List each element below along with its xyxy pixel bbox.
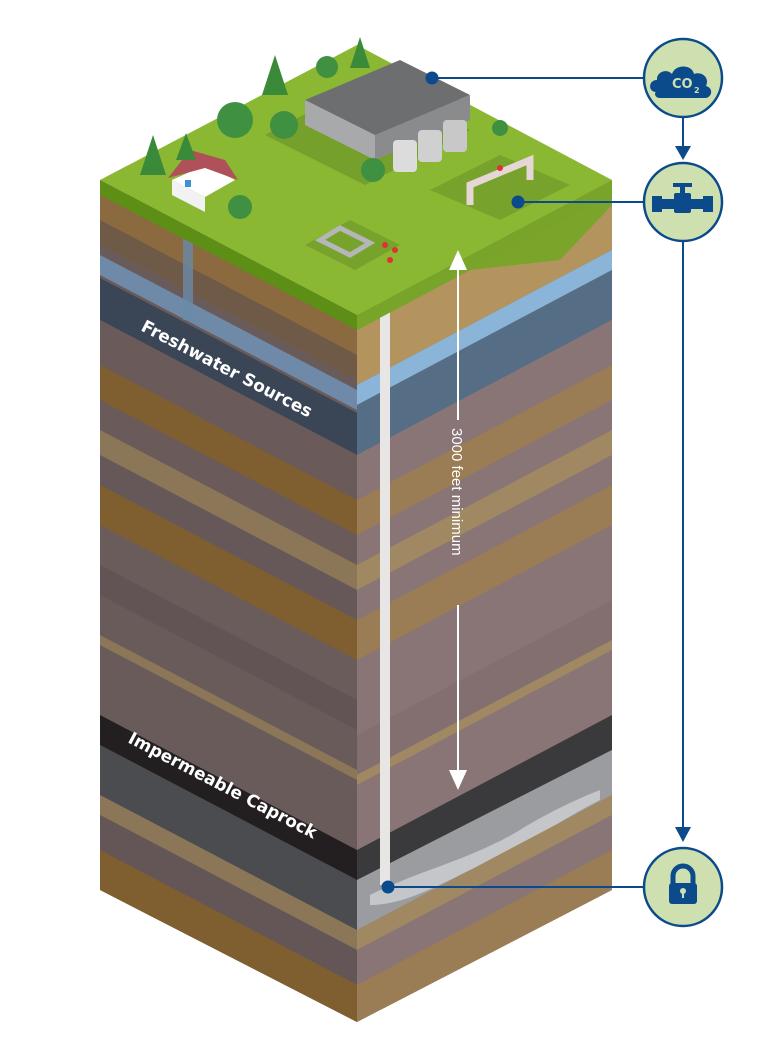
flow-arrow-icon	[675, 146, 691, 160]
callout-connectors	[381, 71, 691, 894]
house	[168, 150, 238, 212]
pipeline-valve-icon	[642, 161, 724, 243]
pipeline	[466, 154, 534, 205]
aquifer-water-layer	[100, 255, 357, 410]
arrow-up-icon	[449, 250, 467, 270]
storage-formation-left	[100, 745, 357, 930]
water-well	[183, 200, 193, 320]
wellhead	[314, 225, 376, 258]
co2-cloud-icon: CO 2	[642, 37, 724, 119]
caprock-layer	[100, 715, 357, 880]
svg-text:CO: CO	[672, 77, 693, 92]
surface	[100, 37, 612, 330]
left-face-strata	[100, 180, 357, 1022]
co2-plume	[370, 790, 600, 905]
depth-dimension: 3000 feet minimum	[448, 250, 467, 790]
storage-tanks	[393, 120, 467, 172]
flow-arrow-icon	[675, 827, 691, 842]
trees	[140, 37, 508, 219]
freshwater-layer	[100, 278, 357, 455]
injection-well	[380, 290, 390, 885]
right-face-strata	[357, 180, 612, 1022]
padlock-icon	[642, 846, 724, 928]
arrow-down-icon	[449, 770, 467, 790]
depth-label: 3000 feet minimum	[448, 428, 465, 556]
svg-text:2: 2	[694, 86, 700, 95]
